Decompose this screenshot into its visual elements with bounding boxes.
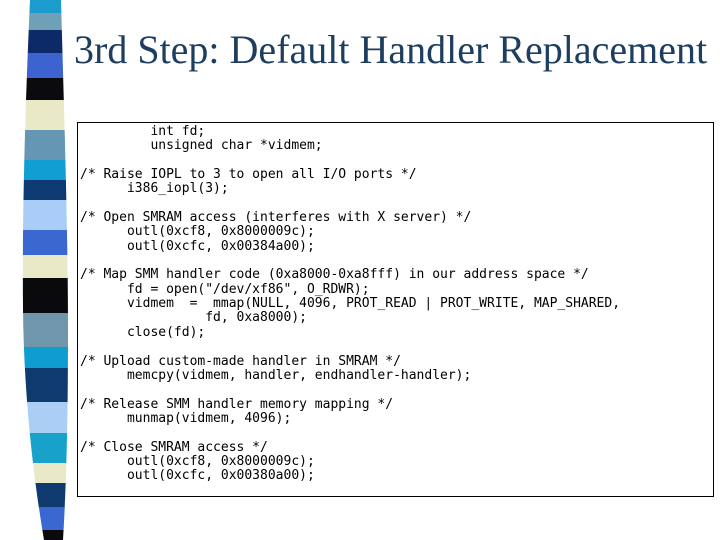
- tie-strip-segment: [22, 347, 68, 369]
- code-box: int fd; unsigned char *vidmem; /* Raise …: [77, 122, 714, 497]
- tie-strip-segment: [22, 433, 68, 464]
- tie-strip-segment: [22, 463, 68, 484]
- tie-strip-segment: [22, 507, 68, 531]
- tie-strip-segment: [22, 53, 68, 79]
- tie-strip-segment: [22, 130, 68, 161]
- tie-strip-segment: [22, 200, 68, 231]
- tie-strip-segment: [22, 255, 68, 279]
- tie-strip-segment: [22, 402, 68, 434]
- tie-strip-segment: [22, 368, 68, 403]
- tie-strip-segment: [22, 230, 68, 256]
- tie-strip-segment: [22, 530, 68, 540]
- slide-title: 3rd Step: Default Handler Replacement: [74, 27, 708, 72]
- tie-strip-segment: [22, 0, 68, 14]
- tie-strip-segment: [22, 483, 68, 508]
- tie-strip-segment: [22, 30, 68, 54]
- decorative-tie-strip: [22, 0, 68, 540]
- tie-strip-segment: [22, 278, 68, 314]
- tie-strip-segment: [22, 100, 68, 131]
- tie-strip-segment: [22, 78, 68, 101]
- tie-strip-segment: [22, 160, 68, 181]
- tie-strip-segment: [22, 313, 68, 348]
- tie-strip-segment: [22, 180, 68, 201]
- tie-strip-segment: [22, 13, 68, 31]
- code-text: int fd; unsigned char *vidmem; /* Raise …: [80, 124, 621, 484]
